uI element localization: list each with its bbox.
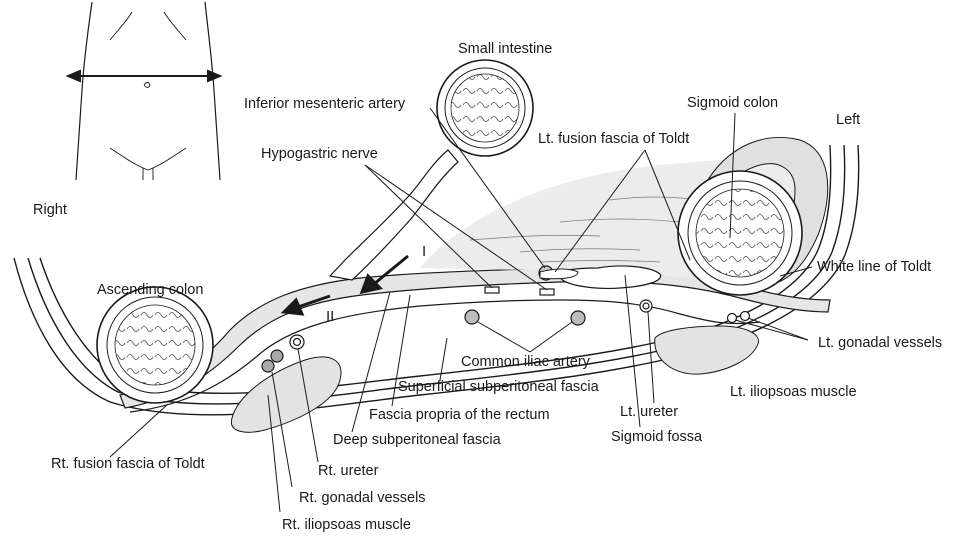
lt-fusion-slot	[540, 269, 578, 279]
label-fascia-propria: Fascia propria of the rectum	[369, 408, 550, 423]
label-common-iliac-artery: Common iliac artery	[461, 355, 590, 370]
navel-icon	[144, 83, 150, 88]
label-lt-iliopsoas: Lt. iliopsoas muscle	[730, 385, 857, 400]
lt-common-iliac	[571, 311, 585, 325]
groin-line	[110, 148, 186, 170]
label-rt-iliopsoas: Rt. iliopsoas muscle	[282, 518, 411, 533]
rt-iliopsoas-shape	[231, 357, 341, 432]
label-rt-fusion-fascia: Rt. fusion fascia of Toldt	[51, 457, 205, 472]
lt-gonadal-2	[741, 312, 750, 321]
lt-iliopsoas-shape	[655, 326, 759, 374]
rectum-fascia	[560, 266, 661, 288]
label-white-line: White line of Toldt	[817, 260, 931, 275]
label-hypogastric-nerve: Hypogastric nerve	[261, 147, 378, 162]
ascending-colon	[97, 287, 213, 403]
label-right: Right	[33, 203, 67, 218]
lt-ureter-dot	[640, 300, 652, 312]
label-sigmoid-colon: Sigmoid colon	[687, 96, 778, 111]
rt-gonadal-1	[262, 360, 274, 372]
torso-outline-left	[76, 2, 92, 180]
label-ascending-colon: Ascending colon	[97, 283, 203, 298]
label-superficial-subperitoneal: Superficial subperitoneal fascia	[398, 380, 599, 395]
label-rt-ureter: Rt. ureter	[318, 464, 378, 479]
section-level-arrow	[68, 71, 220, 81]
torso-inset	[76, 2, 220, 180]
label-small-intestine: Small intestine	[458, 42, 552, 57]
label-deep-subperitoneal: Deep subperitoneal fascia	[333, 433, 501, 448]
label-left: Left	[836, 113, 860, 128]
label-lt-ureter: Lt. ureter	[620, 405, 678, 420]
torso-outline-right	[205, 2, 220, 180]
sigmoid-colon	[678, 171, 802, 295]
label-sigmoid-fossa: Sigmoid fossa	[611, 430, 702, 445]
label-inferior-mesenteric-artery: Inferior mesenteric artery	[244, 97, 405, 112]
marker-I: I	[422, 244, 426, 259]
rt-ureter-dot	[290, 335, 304, 349]
chest-line-left	[110, 12, 132, 40]
chest-line-right	[164, 12, 186, 40]
rt-common-iliac	[465, 310, 479, 324]
label-rt-gonadal-vessels: Rt. gonadal vessels	[299, 491, 426, 506]
small-intestine	[437, 60, 533, 156]
marker-II: II	[326, 309, 334, 324]
label-lt-gonadal-vessels: Lt. gonadal vessels	[818, 336, 942, 351]
rt-gonadal-2	[271, 350, 283, 362]
lt-gonadal-1	[728, 314, 737, 323]
label-lt-fusion-fascia: Lt. fusion fascia of Toldt	[538, 132, 689, 147]
